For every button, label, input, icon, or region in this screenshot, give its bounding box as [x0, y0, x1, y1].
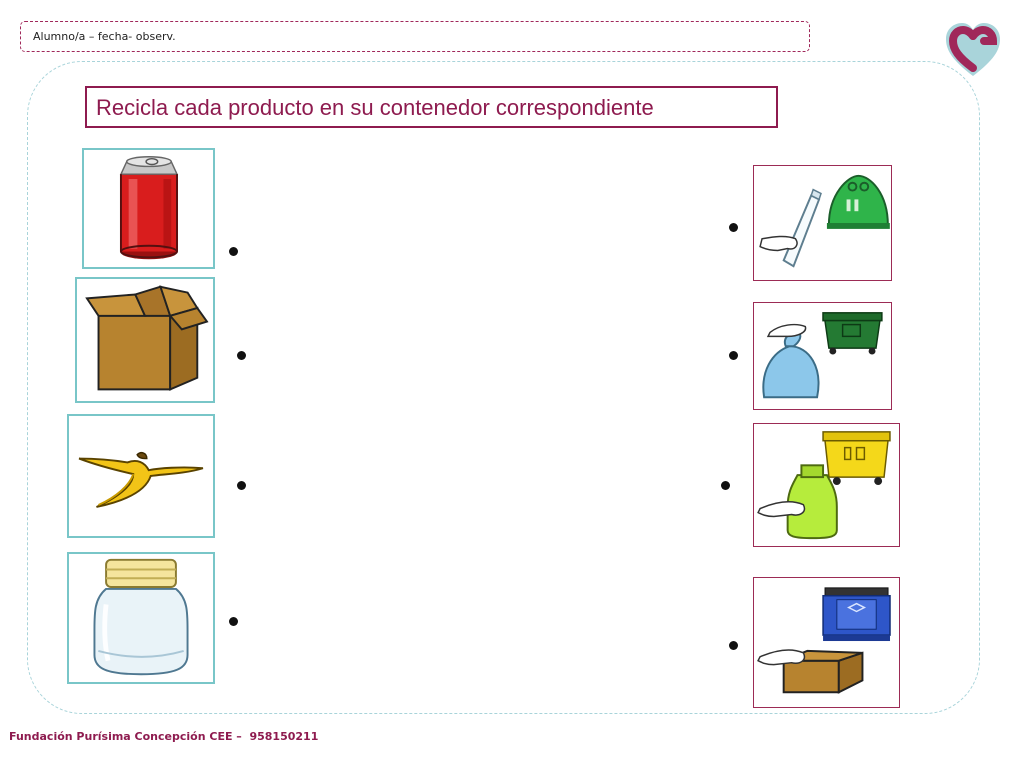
heart-logo-icon — [946, 23, 1000, 76]
container-card-organic[interactable] — [753, 302, 892, 410]
blue-bin-icon — [757, 587, 891, 694]
activity-panel — [27, 61, 980, 714]
green-igloo-container-icon — [759, 174, 890, 268]
soda-can-icon — [119, 156, 179, 260]
glass-jar-icon — [93, 558, 189, 676]
product-card-banana-peel[interactable] — [67, 414, 215, 538]
banana-peel-icon — [78, 451, 204, 508]
student-info-text: Alumno/a – fecha- observ. — [33, 30, 176, 43]
student-info-box: Alumno/a – fecha- observ. — [20, 21, 810, 52]
product-dot-4[interactable] — [229, 617, 238, 626]
product-dot-3[interactable] — [237, 481, 246, 490]
footer-text: Fundación Purísima Concepción CEE – 9581… — [9, 730, 319, 743]
product-dot-1[interactable] — [229, 247, 238, 256]
container-dot-2[interactable] — [729, 351, 738, 360]
product-card-soda-can[interactable] — [82, 148, 215, 269]
yellow-bin-icon — [757, 431, 891, 540]
page-title: Recicla cada producto en su contenedor c… — [96, 95, 654, 120]
container-card-plastic[interactable] — [753, 423, 900, 547]
product-card-cardboard-box[interactable] — [75, 277, 215, 403]
container-dot-3[interactable] — [721, 481, 730, 490]
product-card-glass-jar[interactable] — [67, 552, 215, 684]
container-dot-4[interactable] — [729, 641, 738, 650]
container-card-glass[interactable] — [753, 165, 892, 281]
dark-green-bin-icon — [762, 312, 883, 399]
product-dot-2[interactable] — [237, 351, 246, 360]
cardboard-box-icon — [85, 285, 209, 391]
container-card-paper[interactable] — [753, 577, 900, 708]
title-box: Recicla cada producto en su contenedor c… — [85, 86, 778, 128]
container-dot-1[interactable] — [729, 223, 738, 232]
